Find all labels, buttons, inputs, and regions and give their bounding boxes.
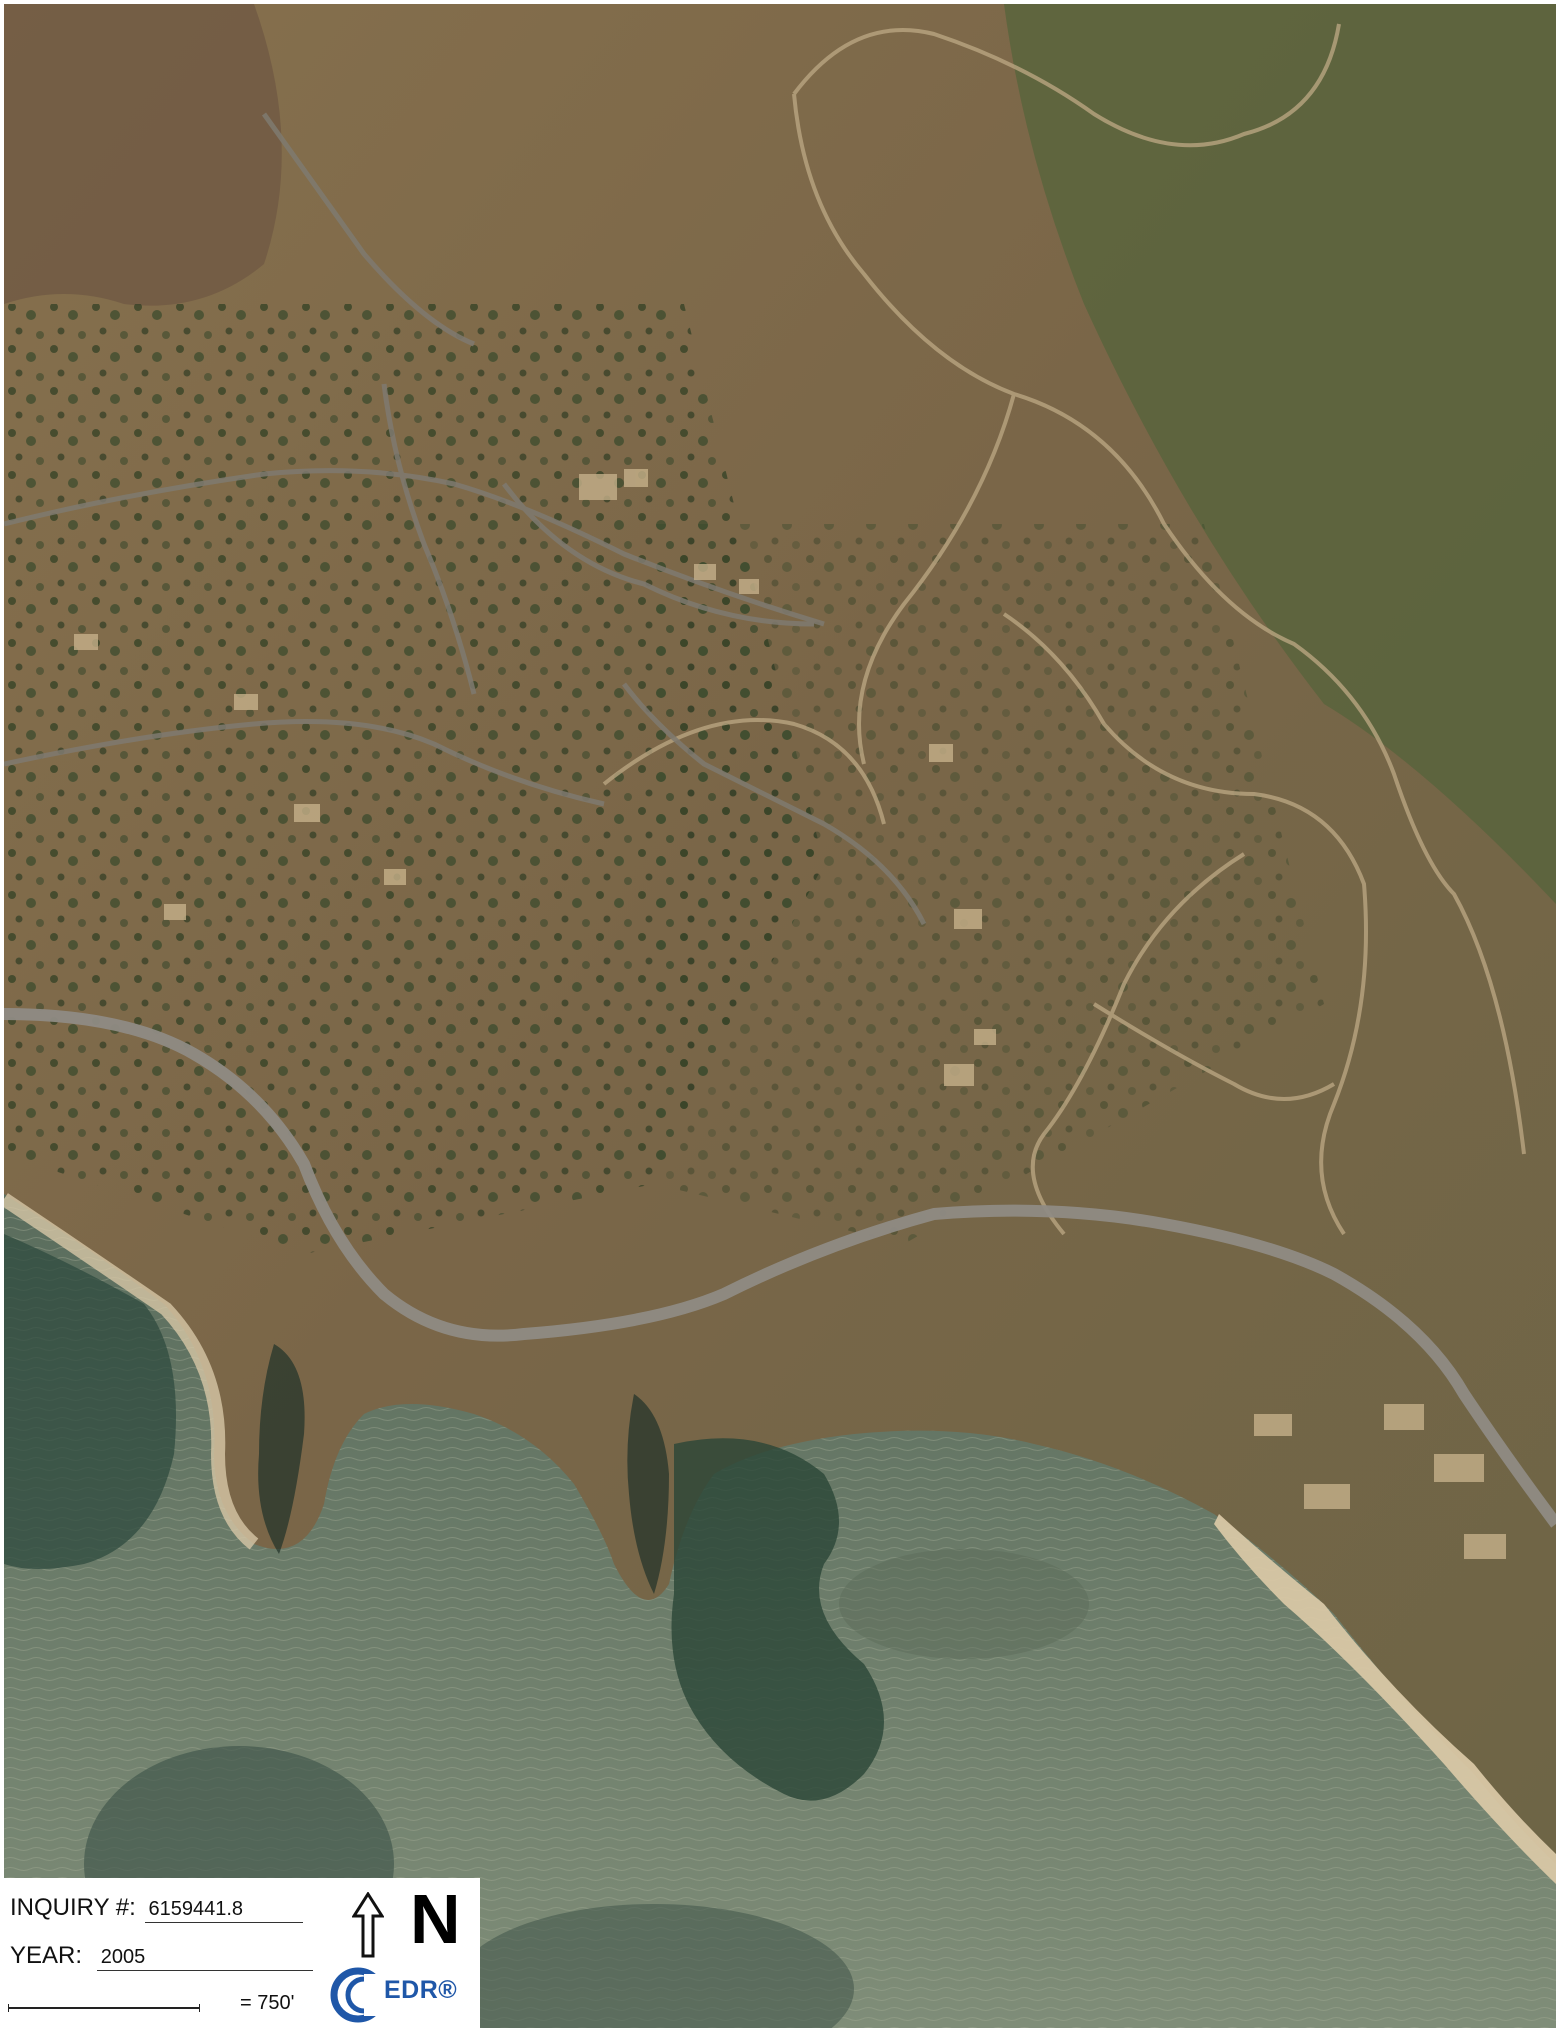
map-legend: INQUIRY #: 6159441.8 YEAR: 2005 = 750' N… <box>0 1878 480 2028</box>
kelp-bed-west <box>4 1234 176 1569</box>
coastal-highway <box>4 1008 1556 1528</box>
green-hills <box>1004 4 1556 904</box>
western-shoreline <box>4 1193 259 1550</box>
residential-trees <box>4 304 824 1254</box>
north-label: N <box>410 1880 461 1958</box>
inquiry-label: INQUIRY #: <box>10 1894 136 1921</box>
edr-registered-mark: ® <box>438 1976 458 2004</box>
edr-logo-icon <box>330 1967 394 2023</box>
year-row: YEAR: 2005 <box>10 1942 313 1971</box>
kelp-bed-central <box>671 1438 884 1801</box>
trail-network <box>602 23 1526 1236</box>
cliff-shadow-west <box>258 1344 305 1554</box>
inquiry-row: INQUIRY #: 6159441.8 <box>10 1894 303 1923</box>
buildings <box>74 469 1506 1559</box>
cliff-shadow-central <box>627 1394 669 1594</box>
aerial-photo-rendering <box>4 4 1556 2028</box>
local-roads <box>4 112 927 926</box>
northwest-slopes <box>4 4 282 306</box>
edr-logo-name: EDR <box>384 1976 439 2004</box>
year-label: YEAR: <box>10 1942 83 1969</box>
north-arrow-icon <box>352 1892 384 1958</box>
cloud-shadow-south <box>454 1904 854 2028</box>
year-value: 2005 <box>96 1946 313 1971</box>
inquiry-value: 6159441.8 <box>144 1898 303 1923</box>
scale-bar <box>8 2004 200 2012</box>
scale-label: = 750' <box>240 1992 295 2014</box>
open-space-trees <box>654 524 1324 1244</box>
aerial-photo <box>4 4 1556 2028</box>
kelp-patch-east <box>839 1549 1089 1659</box>
edr-logo-text: EDR® <box>384 1976 457 2005</box>
beach-sand <box>1214 1514 1556 1884</box>
